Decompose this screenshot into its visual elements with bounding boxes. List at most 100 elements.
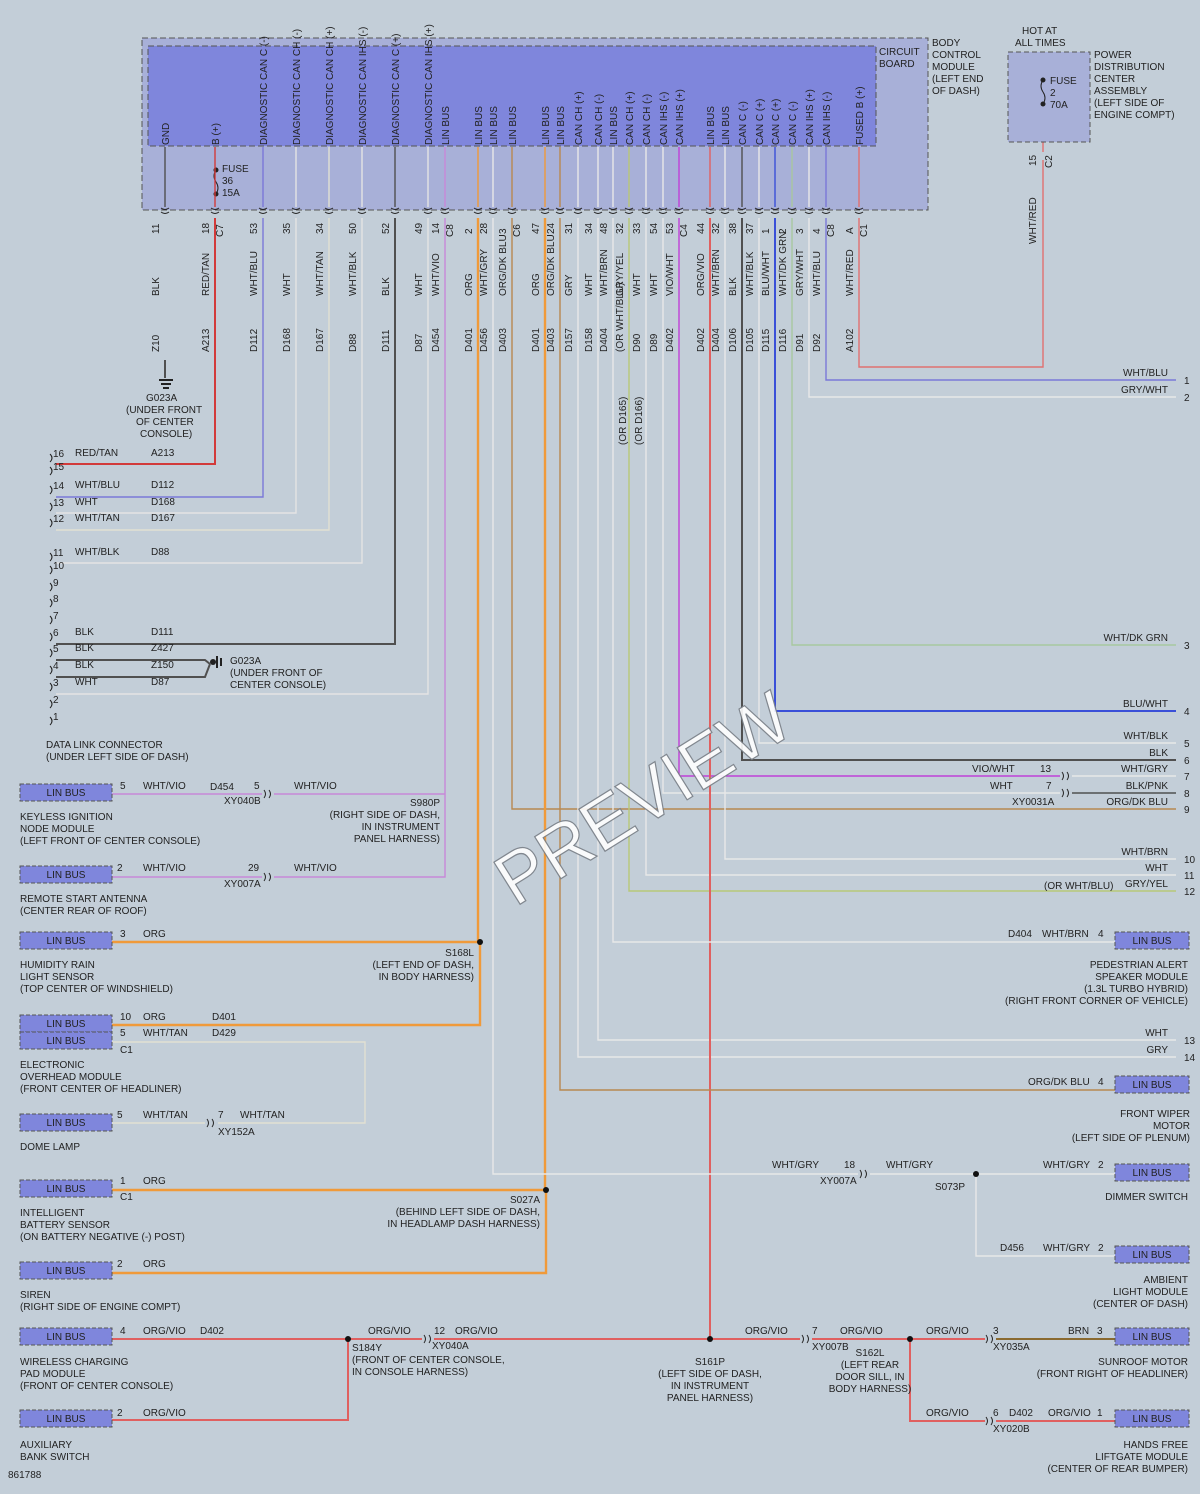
dome-wire2: WHT/TAN [240, 1110, 285, 1121]
dimmer-label: DIMMER SWITCH [1105, 1192, 1188, 1203]
alt-circuit: (OR D165) [618, 397, 629, 445]
dlc-wire-color: BLK [75, 627, 94, 638]
bcm-circuit: D401 [464, 328, 475, 352]
dlc-pin-number: 12 [53, 514, 65, 525]
wire [758, 218, 1176, 744]
bcm-wire-color: GRY/YEL [615, 252, 626, 296]
connector-symbol [674, 207, 684, 214]
dlc-pin-symbol [49, 485, 53, 495]
connector-symbol [423, 207, 433, 214]
bcm-label-line: OF DASH) [932, 86, 980, 97]
bcm-pin-number: 34 [315, 222, 326, 234]
wireless-label: (FRONT OF CENTER CONSOLE) [20, 1381, 173, 1392]
bcm-wire-color: GRY [564, 274, 575, 296]
bcm-circuit: D402 [665, 328, 676, 352]
right-output-wire: GRY/WHT [1121, 385, 1168, 396]
xy0031-pin: 13 [1040, 764, 1052, 775]
connector-symbol [488, 207, 498, 214]
bcm-wire-color: BLK [728, 277, 739, 296]
dimmer-wire-mid: WHT/GRY [886, 1160, 933, 1171]
connector-symbol [540, 207, 550, 214]
pedestrian-wire: WHT/BRN [1042, 929, 1089, 940]
bcm-wire-color: WHT/BLK [745, 251, 756, 296]
bcm-fuse-label: FUSE [222, 164, 249, 175]
sunroof-wire3: ORG/VIO [926, 1326, 969, 1337]
xy0031-wire: WHT [990, 781, 1013, 792]
bcm-pin-function: CAN CH (-) [594, 94, 605, 145]
siren-label: (RIGHT SIDE OF ENGINE COMPT) [20, 1302, 180, 1313]
dlc-wire-color: WHT/BLK [75, 547, 120, 558]
s162l-label: BODY HARNESS) [829, 1384, 912, 1395]
circuit-board-label: CIRCUIT [879, 47, 920, 58]
connector-symbol [507, 207, 517, 214]
bcm-pin-number: 4 [812, 228, 823, 234]
overhead-circuit: D401 [212, 1012, 236, 1023]
pdc-label: (LEFT SIDE OF [1094, 98, 1164, 109]
dlc-pin-symbol [49, 453, 53, 463]
wiper-wire: ORG/DK BLU [1028, 1077, 1090, 1088]
bcm-wire-color: WHT [282, 273, 293, 296]
xy0031-name: XY0031A [1012, 797, 1055, 808]
dlc-pin-number: 2 [53, 695, 59, 706]
keyless-circuit: D454 [210, 782, 234, 793]
right-output-wire: WHT/GRY [1121, 764, 1168, 775]
dlc-wire-color: WHT/TAN [75, 513, 120, 524]
dlc-circuit: Z150 [151, 660, 174, 671]
bcm-pin-number: 18 [201, 222, 212, 234]
humidity-splice: IN BODY HARNESS) [379, 972, 474, 983]
ibs-label: (ON BATTERY NEGATIVE (-) POST) [20, 1232, 185, 1243]
wire [628, 218, 1176, 892]
bcm-wire-color: WHT [632, 273, 643, 296]
dlc-pin-number: 8 [53, 594, 59, 605]
dlc-pin-number: 11 [53, 548, 64, 559]
bcm-circuit: D454 [431, 328, 442, 352]
splice-dot [907, 1336, 913, 1342]
bcm-wire-color: WHT [414, 273, 425, 296]
wireless-pin: 4 [120, 1326, 126, 1337]
bcm-circuit: D106 [728, 328, 739, 352]
alt-circuit: (OR D166) [634, 397, 645, 445]
right-output-pin: 10 [1184, 855, 1196, 866]
sunroof-wire4: BRN [1068, 1326, 1089, 1337]
wire [492, 218, 858, 1175]
dlc-pin-symbol [49, 502, 53, 512]
dlc-pin-symbol [49, 582, 53, 592]
bcm-pin-function: LIN BUS [721, 106, 732, 145]
ground-icon [210, 656, 222, 668]
wire [825, 218, 1176, 381]
bcm-pin-function: LIN BUS [489, 106, 500, 145]
liftgate-wire2: ORG/VIO [1048, 1408, 1091, 1419]
bcm-pin-number: 24 [546, 222, 557, 234]
wire [56, 659, 211, 665]
pdc-fuse-icon [1040, 77, 1046, 107]
bcm-pin-number: 49 [414, 222, 425, 234]
wireless-circuit: D402 [200, 1326, 224, 1337]
wire [112, 942, 482, 1027]
dimmer-conn-pin: 18 [844, 1160, 856, 1171]
humidity-pin: 3 [120, 929, 126, 940]
keyless-label: (LEFT FRONT OF CENTER CONSOLE) [20, 836, 200, 847]
bcm-wire-color: VIO/WHT [665, 253, 676, 296]
bcm-pin-function: DIAGNOSTIC CAN CH (-) [292, 29, 303, 145]
dlc-wire-color: WHT [75, 677, 98, 688]
wireless-splice: S184Y [352, 1343, 382, 1354]
ambient-label: AMBIENT [1144, 1275, 1188, 1286]
connector-symbol [859, 1169, 867, 1179]
wire [112, 1190, 548, 1275]
dlc-pin-number: 4 [53, 661, 59, 672]
wireless-splice: (FRONT OF CENTER CONSOLE, [352, 1355, 505, 1366]
wire [858, 160, 1044, 368]
wire [56, 218, 429, 695]
siren-label: SIREN [20, 1290, 51, 1301]
bcm-pin-function: CAN C (+) [755, 99, 766, 145]
bcm-wire-color: WHT/TAN [315, 251, 326, 296]
right-output-wire: BLK [1149, 748, 1168, 759]
bcm-pin-number: 32 [615, 222, 626, 234]
humidity-module-box [19, 931, 113, 950]
bcm-wire-color: GRY/WHT [795, 249, 806, 296]
right-output-wire: ORG/DK BLU [1106, 797, 1168, 808]
connector-symbol [573, 207, 583, 214]
wire [112, 1339, 349, 1421]
bcm-conn: C4 [679, 224, 690, 237]
